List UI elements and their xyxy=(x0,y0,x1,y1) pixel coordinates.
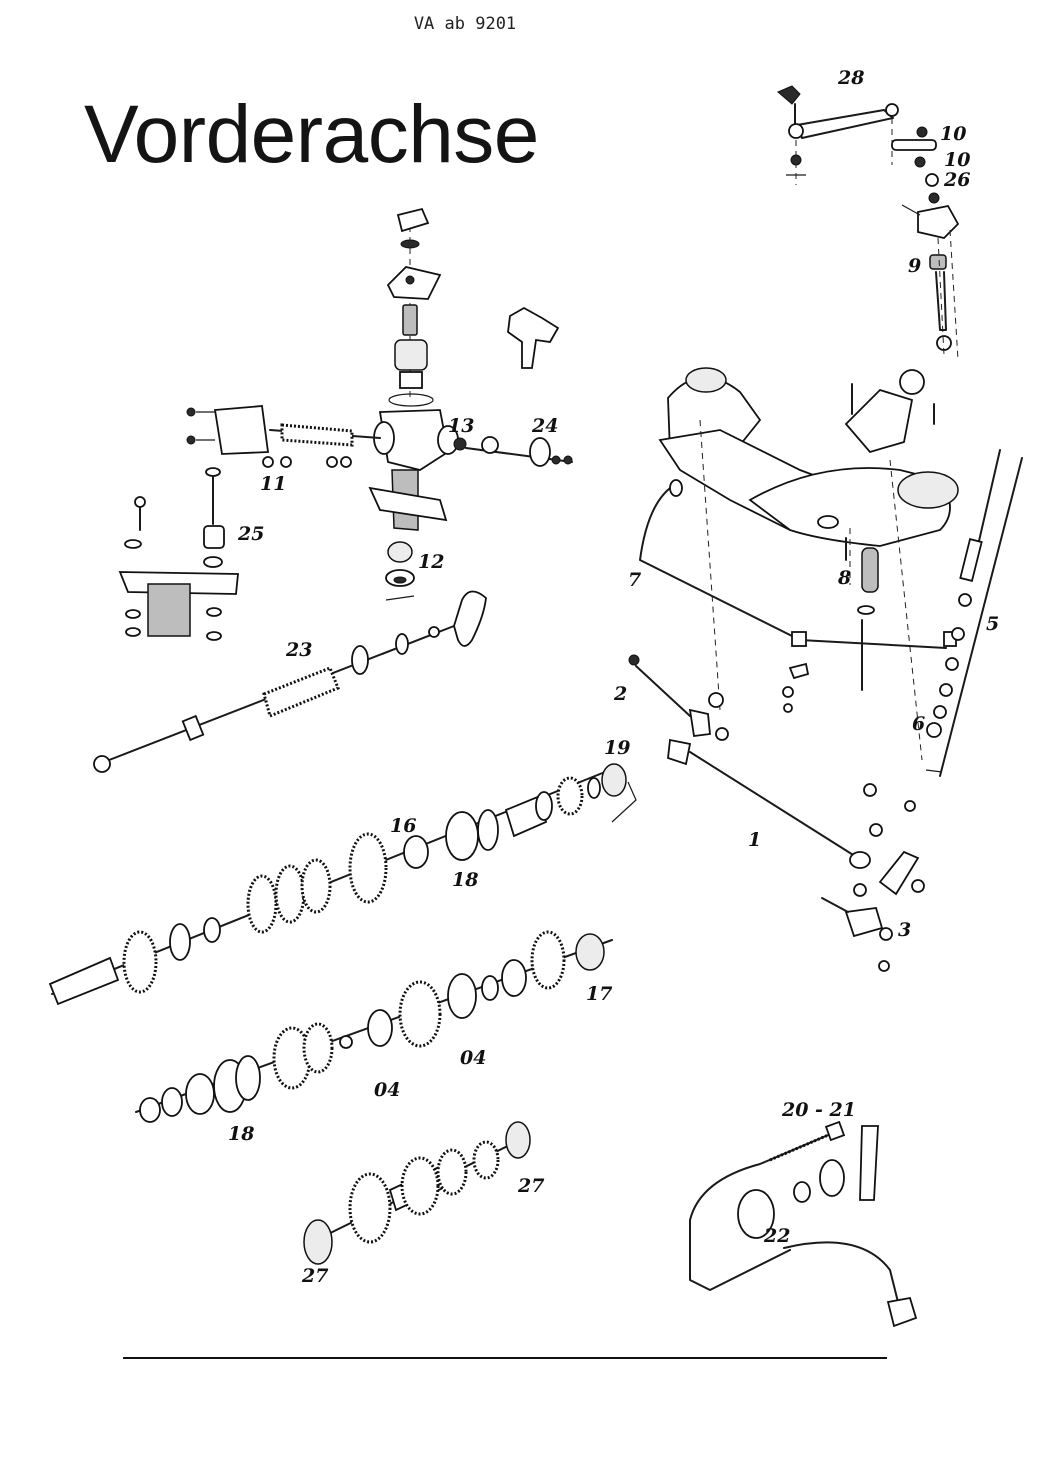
callout-20-21: 20 - 21 xyxy=(781,1099,856,1121)
callout-27-right: 27 xyxy=(517,1175,544,1197)
speedometer-cable xyxy=(689,1120,918,1328)
callout-labels: 28 10 10 26 9 13 24 11 25 12 23 7 8 5 2 … xyxy=(228,67,999,1287)
mount-bracket xyxy=(118,467,239,641)
callout-17: 17 xyxy=(586,983,612,1005)
callout-2: 2 xyxy=(613,683,627,705)
shock-absorber xyxy=(925,449,1023,777)
callout-9: 9 xyxy=(908,255,921,277)
callout-23: 23 xyxy=(285,639,312,661)
callout-10-upper: 10 xyxy=(940,123,966,145)
callout-26: 26 xyxy=(943,169,970,191)
layshaft xyxy=(303,1121,531,1265)
callout-04-left: 04 xyxy=(374,1079,400,1101)
callout-25: 25 xyxy=(237,523,264,545)
callout-19: 19 xyxy=(604,737,630,759)
tie-rod xyxy=(628,654,925,972)
callout-5: 5 xyxy=(986,613,999,635)
secondary-gear-shaft xyxy=(135,930,613,1123)
callout-18-upper: 18 xyxy=(452,869,478,891)
footer-rule xyxy=(123,1357,887,1359)
page-title: Vorderachse xyxy=(84,89,539,180)
callout-12: 12 xyxy=(418,551,444,573)
callout-18-lower: 18 xyxy=(228,1123,254,1145)
callout-28: 28 xyxy=(837,67,864,89)
callout-13: 13 xyxy=(448,415,474,437)
callout-24: 24 xyxy=(531,415,558,437)
header-code: VA ab 9201 xyxy=(413,14,517,34)
callout-10-lower: 10 xyxy=(944,149,970,171)
stabilizer-bar xyxy=(639,479,957,713)
callout-11: 11 xyxy=(260,473,286,495)
callout-22: 22 xyxy=(763,1225,790,1247)
main-gear-shaft xyxy=(48,763,637,1006)
callout-6: 6 xyxy=(912,713,925,735)
steering-gear-box xyxy=(186,207,573,601)
callout-8: 8 xyxy=(837,567,851,589)
callout-16: 16 xyxy=(390,815,416,837)
callout-3: 3 xyxy=(898,919,911,941)
callout-1: 1 xyxy=(748,829,761,851)
steering-column xyxy=(93,590,487,773)
callout-7: 7 xyxy=(628,569,641,591)
axle-crossmember xyxy=(658,367,959,761)
callout-04-right: 04 xyxy=(460,1047,486,1069)
tie-rod-end-assembly xyxy=(777,85,960,361)
callout-27-left: 27 xyxy=(301,1265,328,1287)
